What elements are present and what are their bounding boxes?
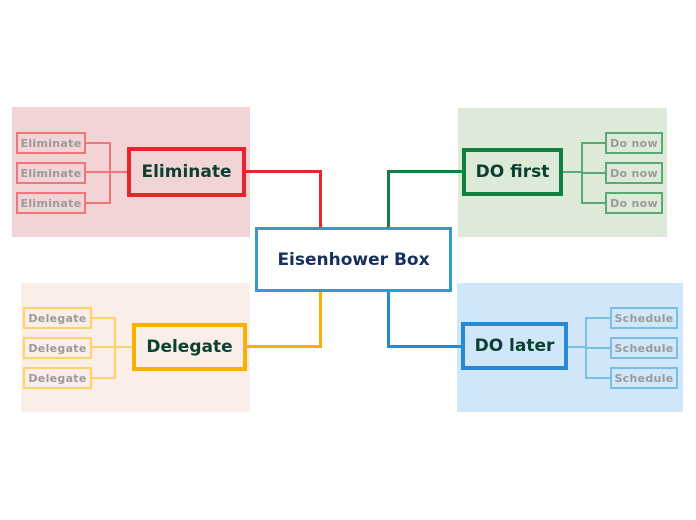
- sub-node-label: Do now: [610, 166, 658, 180]
- connector-eliminate-center-h: [246, 170, 322, 173]
- main-node-label: DO later: [474, 336, 555, 356]
- connector-eliminate-sub-1: [86, 142, 110, 144]
- sub-node-label: Do now: [610, 196, 658, 210]
- sub-node-do-now-1[interactable]: Do now: [605, 132, 663, 154]
- root-node-eisenhower-box[interactable]: Eisenhower Box: [255, 227, 452, 292]
- sub-node-label: Schedule: [614, 341, 674, 355]
- connector-eliminate-center-v: [319, 170, 322, 227]
- sub-node-label: Eliminate: [20, 166, 82, 180]
- connector-do-first-center-v: [387, 170, 390, 227]
- main-node-do-first[interactable]: DO first: [462, 148, 563, 196]
- connector-do-first-sub-2: [581, 172, 605, 174]
- main-node-eliminate[interactable]: Eliminate: [127, 147, 246, 197]
- main-node-label: DO first: [475, 162, 550, 182]
- connector-do-later-sub-3: [585, 377, 610, 379]
- connector-do-later-link: [568, 346, 587, 348]
- sub-node-eliminate-2[interactable]: Eliminate: [16, 162, 86, 184]
- connector-delegate-center-v: [319, 292, 322, 348]
- sub-node-label: Eliminate: [20, 136, 82, 150]
- sub-node-label: Schedule: [614, 371, 674, 385]
- sub-node-label: Schedule: [614, 311, 674, 325]
- sub-node-label: Eliminate: [20, 196, 82, 210]
- main-node-label: Eliminate: [141, 162, 232, 182]
- connector-delegate-sub-1: [92, 317, 116, 319]
- connector-do-later-sub-2: [585, 347, 610, 349]
- sub-node-eliminate-3[interactable]: Eliminate: [16, 192, 86, 214]
- sub-node-delegate-2[interactable]: Delegate: [23, 337, 92, 359]
- sub-node-label: Delegate: [28, 341, 87, 355]
- connector-do-later-center-h: [387, 345, 461, 348]
- sub-node-schedule-1[interactable]: Schedule: [610, 307, 678, 329]
- sub-node-eliminate-1[interactable]: Eliminate: [16, 132, 86, 154]
- sub-node-label: Delegate: [28, 371, 87, 385]
- connector-do-first-center-h: [387, 170, 462, 173]
- sub-node-schedule-3[interactable]: Schedule: [610, 367, 678, 389]
- root-node-label: Eisenhower Box: [277, 249, 430, 270]
- sub-node-schedule-2[interactable]: Schedule: [610, 337, 678, 359]
- connector-eliminate-trunk: [109, 142, 111, 204]
- sub-node-label: Delegate: [28, 311, 87, 325]
- main-node-delegate[interactable]: Delegate: [132, 323, 247, 371]
- connector-eliminate-sub-2: [86, 171, 127, 173]
- connector-delegate-trunk: [114, 317, 116, 379]
- connector-delegate-center-h: [247, 345, 322, 348]
- connector-delegate-sub-3: [92, 377, 116, 379]
- main-node-label: Delegate: [146, 337, 233, 357]
- sub-node-delegate-1[interactable]: Delegate: [23, 307, 92, 329]
- connector-do-first-link: [563, 171, 582, 173]
- connector-do-first-sub-1: [581, 142, 605, 144]
- connector-delegate-sub-2: [92, 346, 132, 348]
- sub-node-delegate-3[interactable]: Delegate: [23, 367, 92, 389]
- connector-do-later-sub-1: [585, 317, 610, 319]
- connector-eliminate-sub-3: [86, 202, 110, 204]
- connector-do-later-center-v: [387, 292, 390, 348]
- sub-node-do-now-2[interactable]: Do now: [605, 162, 663, 184]
- connector-do-first-sub-3: [581, 202, 605, 204]
- main-node-do-later[interactable]: DO later: [461, 322, 568, 370]
- sub-node-do-now-3[interactable]: Do now: [605, 192, 663, 214]
- sub-node-label: Do now: [610, 136, 658, 150]
